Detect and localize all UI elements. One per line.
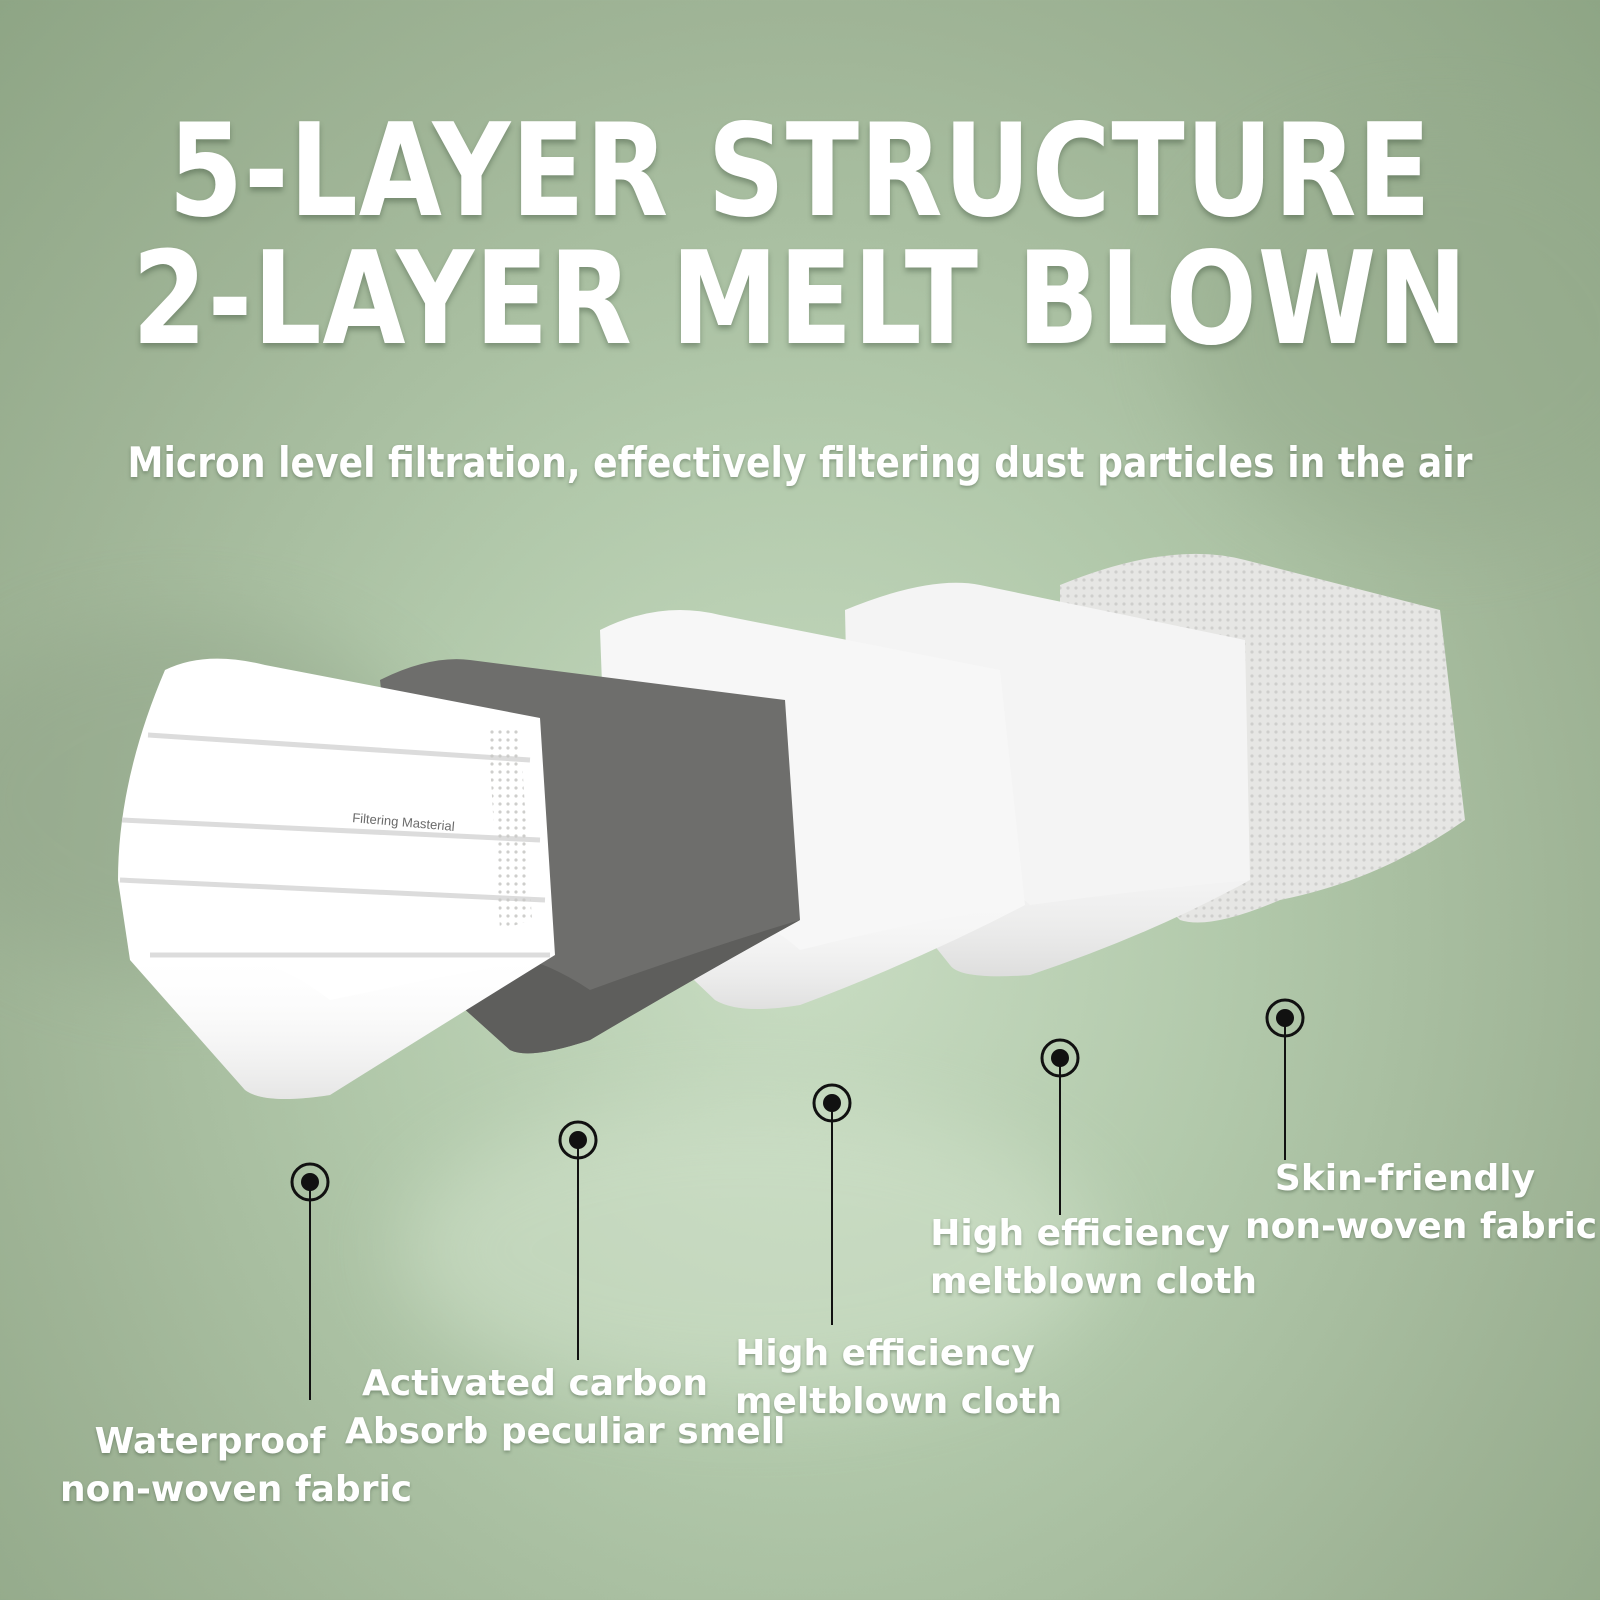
layer-label-line: Absorb peculiar smell (345, 1411, 786, 1452)
layer-label-line: High efficiency (735, 1333, 1035, 1374)
callout-marker-4 (1040, 1038, 1080, 1215)
layer-label-skin-friendly: Skin-friendly non-woven fabric (1245, 1155, 1598, 1251)
layer-label-line: Skin-friendly (1274, 1158, 1536, 1199)
title-line-2: 2-LAYER MELT BLOWN (131, 225, 1469, 374)
layer-label-line: High efficiency (930, 1213, 1230, 1254)
layer-label-meltblown-2: High efficiency meltblown cloth (930, 1210, 1257, 1306)
callout-marker-1 (290, 1162, 330, 1400)
title-line-1: 5-LAYER STRUCTURE (168, 97, 1432, 246)
layer-label-line: non-woven fabric (60, 1469, 413, 1510)
layer-label-line: Waterproof (94, 1421, 326, 1462)
callout-marker-5 (1265, 998, 1305, 1160)
layer-label-line: meltblown cloth (930, 1261, 1257, 1302)
layer-label-waterproof: Waterproof non-woven fabric (60, 1418, 413, 1514)
subtitle: Micron level filtration, effectively fil… (127, 438, 1473, 487)
layer-label-activated-carbon: Activated carbon Absorb peculiar smell (345, 1360, 786, 1456)
background-blob (1180, 120, 1600, 540)
layer-label-line: Activated carbon (362, 1363, 708, 1404)
layer-label-line: meltblown cloth (735, 1381, 1062, 1422)
background-blob (400, 1100, 1100, 1400)
callout-marker-2 (558, 1120, 598, 1360)
layer-label-meltblown-1: High efficiency meltblown cloth (735, 1330, 1062, 1426)
layer-label-line: non-woven fabric (1245, 1206, 1598, 1247)
callout-marker-3 (812, 1083, 852, 1325)
mask-layer-waterproof: Filtering Masterial (118, 658, 555, 1099)
